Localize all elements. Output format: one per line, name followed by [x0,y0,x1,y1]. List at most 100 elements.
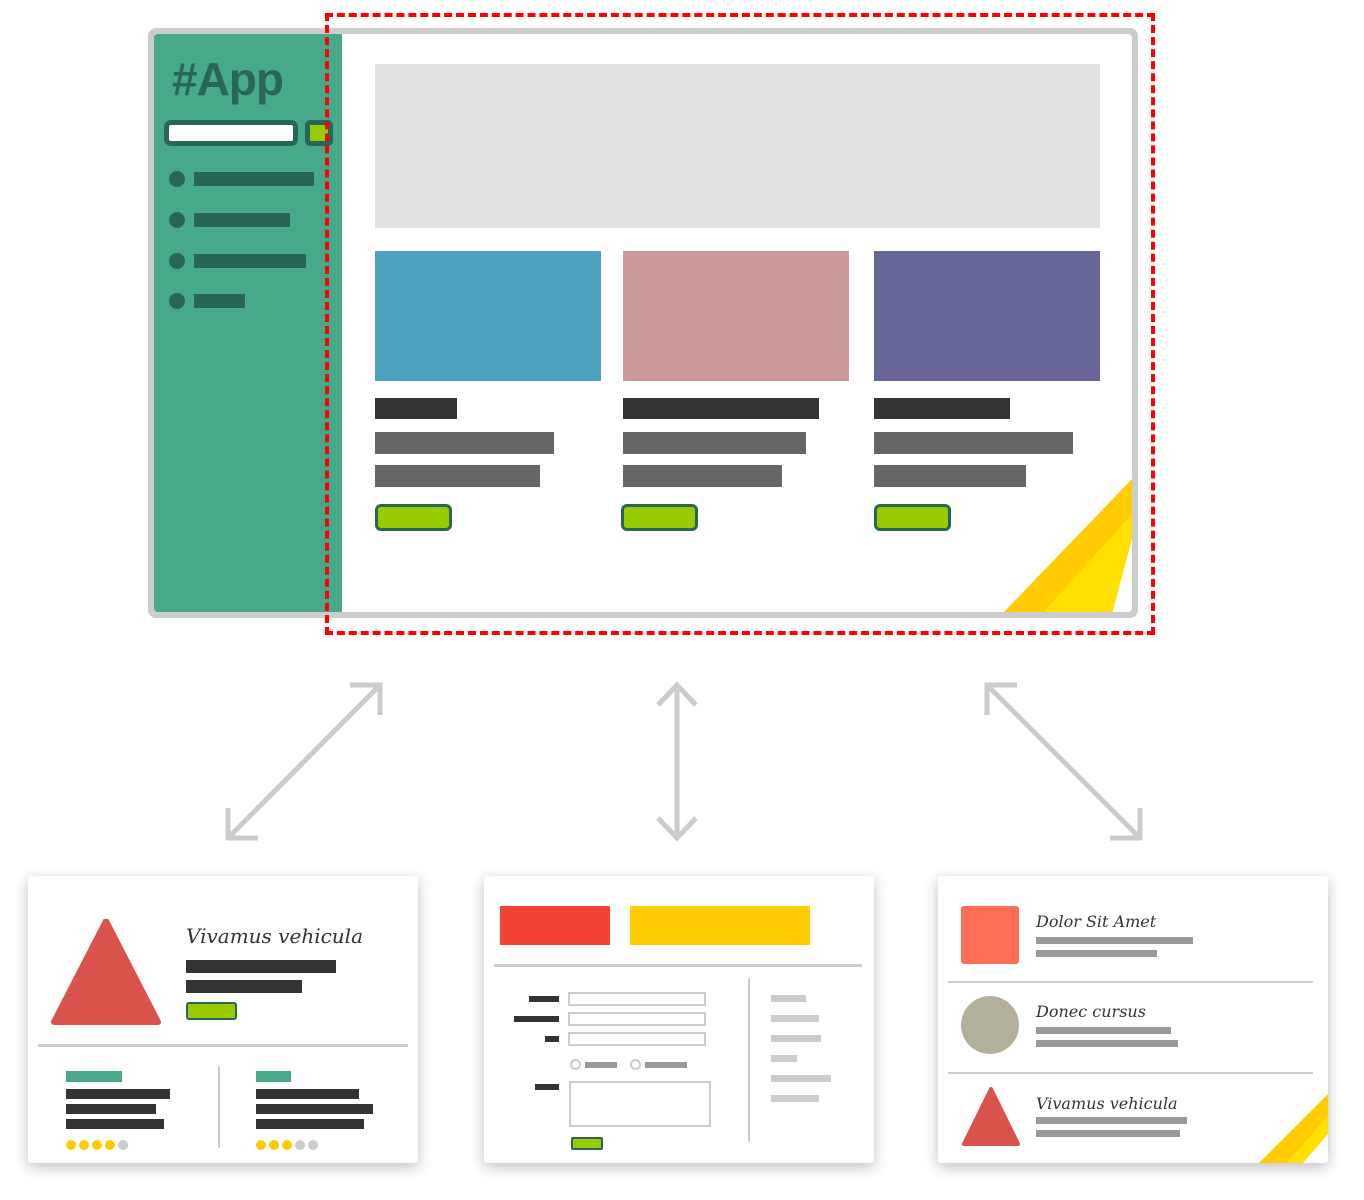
star-icon [308,1140,318,1150]
radio-button[interactable] [570,1059,581,1070]
radio-label [645,1062,687,1068]
card-text [874,432,1073,454]
list-item-title: Dolor Sit Amet [1036,912,1157,931]
text-line [66,1104,156,1114]
text-line [256,1089,359,1099]
text-line [1036,937,1193,944]
card-button[interactable] [874,504,951,531]
text-line [186,960,336,973]
text-line [256,1104,373,1114]
arrows [225,681,1143,842]
form-label [545,1036,559,1042]
header-block-yellow [630,906,810,945]
star-icon [66,1140,76,1150]
side-link[interactable] [771,995,806,1002]
circle-icon [961,996,1019,1054]
form-label [529,996,559,1002]
form-input[interactable] [568,1032,706,1046]
form-textarea[interactable] [569,1081,711,1127]
layout-variant-list: Dolor Sit Amet Donec cursus Vivamus vehi… [938,876,1328,1163]
star-icon [118,1140,128,1150]
double-arrow-icon [225,682,383,841]
side-link[interactable] [771,1035,821,1042]
tag [66,1071,122,1082]
nav-bullet-icon [169,293,185,309]
corner-ribbon [1003,479,1132,612]
text-line [66,1089,170,1099]
list-item-title: Vivamus vehicula [1036,1094,1178,1113]
card-title [874,398,1010,419]
form-label [514,1016,559,1022]
nav-label [194,254,306,268]
side-link[interactable] [771,1075,831,1082]
triangle-icon [51,919,161,1025]
card-button[interactable] [375,504,452,531]
card-image [623,251,849,381]
card-text [623,432,806,454]
star-icon [79,1140,89,1150]
square-icon [961,906,1019,964]
form-input[interactable] [568,992,706,1006]
star-icon [282,1140,292,1150]
card-text [874,465,1026,487]
card-image [375,251,601,381]
side-link[interactable] [771,1095,819,1102]
double-arrow-icon [656,681,698,842]
nav-item[interactable] [169,171,319,187]
text-line [1036,950,1157,957]
side-link[interactable] [771,1015,819,1022]
card-button[interactable] [621,504,698,531]
nav-bullet-icon [169,212,185,228]
corner-ribbon [1259,1094,1328,1163]
nav-label [194,294,245,308]
nav-item[interactable] [169,253,319,269]
content-area [342,34,1132,612]
nav-item[interactable] [169,212,319,228]
radio-label [585,1062,617,1068]
hero-banner [375,64,1100,228]
star-icon [105,1140,115,1150]
text-line [66,1119,164,1129]
star-icon [92,1140,102,1150]
card-text [375,465,540,487]
form-input[interactable] [568,1012,706,1026]
submit-button[interactable] [571,1137,603,1150]
divider [948,1072,1313,1074]
card-title [375,398,457,419]
search-input[interactable] [164,120,298,146]
nav-bullet-icon [169,171,185,187]
text-line [1036,1027,1171,1034]
sidebar: #App [154,34,342,612]
triangle-icon [962,1087,1020,1146]
double-arrow-icon [984,682,1143,841]
side-link[interactable] [771,1055,797,1062]
card-text [375,432,554,454]
nav-label [194,213,290,227]
nav-item[interactable] [169,293,319,309]
layout-variant-product: Vivamus vehicula [28,876,418,1163]
card-title [623,398,819,419]
text-line [1036,1040,1178,1047]
header-block-red [500,906,610,945]
text-line [1036,1117,1187,1124]
layout-variant-form [484,876,874,1163]
list-item-title: Donec cursus [1036,1002,1146,1021]
nav-bullet-icon [169,253,185,269]
star-icon [256,1140,266,1150]
card-text [623,465,782,487]
form-label [535,1084,559,1090]
text-line [186,980,302,993]
product-button[interactable] [186,1002,237,1020]
app-title: #App [172,53,284,105]
divider [38,1044,408,1047]
card-image [874,251,1100,381]
nav-label [194,172,314,186]
radio-button[interactable] [630,1059,641,1070]
text-line [256,1119,364,1129]
vertical-divider [748,978,750,1142]
divider [494,964,862,967]
app-window: #App [148,28,1138,618]
vertical-divider [218,1066,220,1148]
rating-stars [256,1140,318,1150]
selection-highlight [325,13,1155,635]
